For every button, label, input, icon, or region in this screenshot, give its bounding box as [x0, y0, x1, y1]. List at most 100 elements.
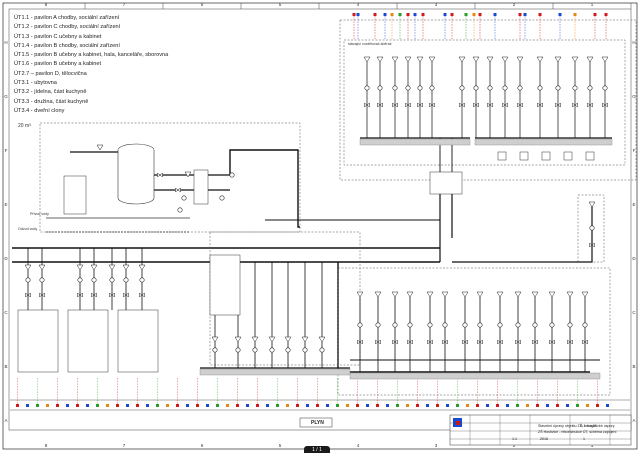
gauge-icon	[548, 291, 556, 298]
inner-frame	[8, 8, 632, 431]
pump-icon	[487, 85, 493, 91]
legend-item: ÚT1.2 - pavilon C chodby, sociální zaříz…	[14, 24, 121, 31]
pump-box	[541, 151, 551, 161]
pipe-marker	[566, 404, 569, 407]
pipe-marker	[486, 404, 489, 407]
grid-column-label: 8	[45, 443, 48, 448]
pipe-marker	[346, 404, 349, 407]
valve-icon	[537, 102, 543, 108]
boiler-unit	[63, 175, 87, 215]
grid-row-label: D	[4, 256, 8, 261]
valve-icon	[157, 172, 163, 178]
valve-icon	[459, 102, 465, 108]
valve-icon	[497, 339, 503, 345]
valve-icon	[377, 102, 383, 108]
gauge-icon	[391, 291, 399, 298]
valve-icon	[477, 339, 483, 345]
legend-item: ÚT3.3 - družina, část kuchyně	[14, 98, 89, 105]
gauge-icon	[581, 291, 589, 298]
pipe-marker	[156, 404, 159, 407]
pipe-marker	[536, 404, 539, 407]
pipe-marker	[206, 404, 209, 407]
pipe-marker	[472, 13, 476, 16]
pipe-marker	[36, 404, 39, 407]
pipe-marker	[446, 404, 449, 407]
grid-column-label: 6	[201, 443, 204, 448]
pipe-marker	[276, 404, 279, 407]
pump-icon	[377, 85, 383, 91]
distributor-label: stávající rozdělovač-sběrač	[348, 42, 392, 46]
separator-unit	[193, 169, 209, 205]
grid-column-label: 1	[591, 2, 594, 7]
valve-icon	[582, 339, 588, 345]
pump-box	[519, 151, 529, 161]
valve-icon	[139, 292, 145, 298]
pipe-marker	[356, 13, 360, 16]
gauge-icon	[211, 336, 219, 343]
valve-icon	[405, 102, 411, 108]
valve-icon	[549, 339, 555, 345]
valve-icon	[567, 339, 573, 345]
drawing-title: ZŠ Hostivice - rekonstrukce ÚT, schéma z…	[538, 430, 617, 434]
gauge-icon	[531, 291, 539, 298]
pipe-marker	[443, 13, 447, 16]
gym-circuit-box	[577, 194, 605, 263]
pump-icon	[375, 322, 381, 328]
valve-icon	[417, 102, 423, 108]
gauge-icon	[38, 264, 46, 271]
pipe-marker	[518, 13, 522, 16]
pipe-marker	[421, 13, 425, 16]
valve-icon	[39, 292, 45, 298]
pump-icon	[269, 347, 275, 353]
gauge-icon	[24, 264, 32, 271]
pump-icon	[219, 195, 225, 201]
valve-icon	[429, 102, 435, 108]
pipe-marker	[216, 404, 219, 407]
gauge-icon	[566, 291, 574, 298]
pump-icon	[582, 322, 588, 328]
pipe-marker	[398, 13, 402, 16]
pump-icon	[392, 85, 398, 91]
gauge-icon	[301, 336, 309, 343]
pump-icon	[39, 277, 45, 283]
valve-icon	[407, 339, 413, 345]
gauge-icon	[268, 336, 276, 343]
pipe-marker	[186, 404, 189, 407]
legend-item: ÚT3.2 - jídelna, část kuchyně	[14, 89, 87, 96]
valve-icon	[502, 102, 508, 108]
gauge-icon	[428, 56, 436, 63]
pipe-marker	[76, 404, 79, 407]
valve-icon	[91, 292, 97, 298]
pipe-marker	[96, 404, 99, 407]
pipe-marker	[390, 13, 394, 16]
grid-column-label: 7	[123, 2, 126, 7]
pipe-marker	[516, 404, 519, 407]
pipe-marker	[236, 404, 239, 407]
pump-icon	[497, 322, 503, 328]
grid-row-label: H	[4, 40, 7, 45]
pipe-marker	[593, 13, 597, 16]
heat-exchanger	[429, 171, 463, 195]
gauge-icon	[363, 56, 371, 63]
pipe-marker	[352, 13, 356, 16]
grid-row-label: H	[632, 40, 635, 45]
valve-icon	[109, 292, 115, 298]
project-name: Stavební úpravy objektu ZŠ, energetické …	[538, 424, 615, 428]
pipe-marker	[478, 13, 482, 16]
page-indicator[interactable]: 1 / 1	[304, 446, 330, 453]
gas-box	[299, 417, 333, 428]
pipe-marker	[383, 13, 387, 16]
grid-row-label: E	[632, 202, 635, 207]
legend-item: ÚT1.1 - pavilon A chodby, sociální zaříz…	[14, 15, 120, 21]
control-cabinet	[209, 254, 241, 316]
pump-icon	[235, 347, 241, 353]
pump-icon	[502, 85, 508, 91]
valve-icon	[517, 102, 523, 108]
gauge-icon	[234, 336, 242, 343]
gauge-icon	[426, 291, 434, 298]
gauge-icon	[96, 144, 104, 151]
pipe-marker	[546, 404, 549, 407]
valve-icon	[602, 102, 608, 108]
pipe-marker	[56, 404, 59, 407]
date-value: 2016	[540, 437, 548, 441]
